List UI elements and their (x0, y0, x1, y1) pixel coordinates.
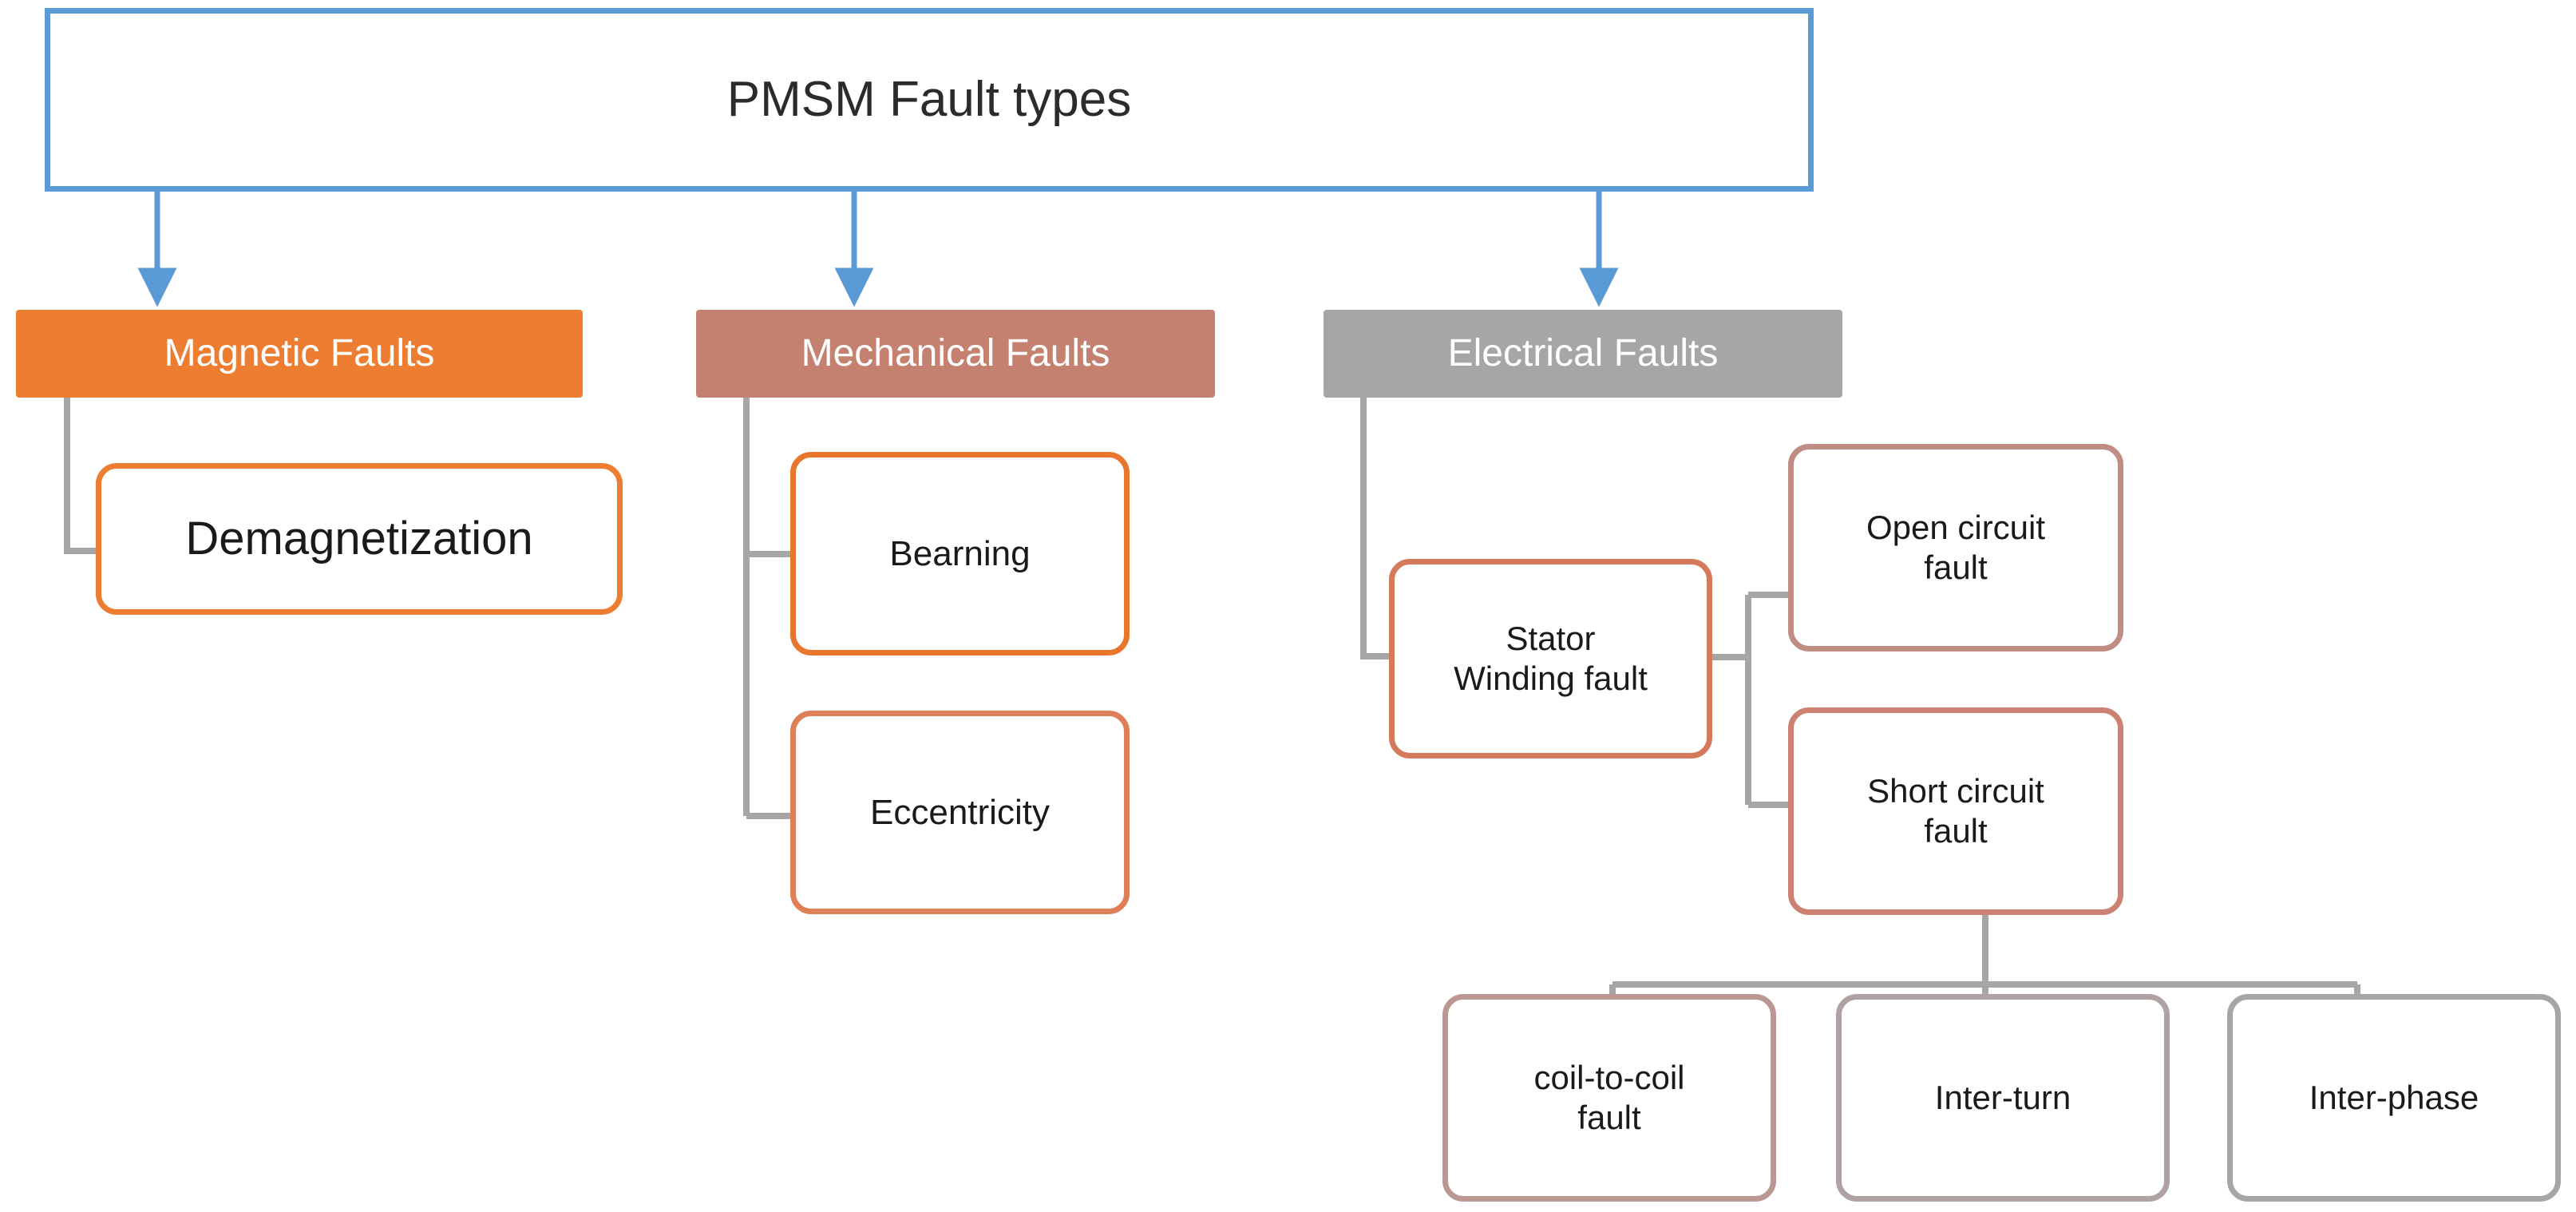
node-stator-winding-fault-label: Stator Winding fault (1454, 620, 1648, 697)
node-short-circuit-fault-label: Short circuit fault (1867, 772, 2044, 850)
node-demagnetization-label: Demagnetization (185, 512, 533, 564)
node-coil-to-coil-fault-label: coil-to-coil fault (1533, 1059, 1685, 1136)
category-header-electrical-faults-label: Electrical Faults (1447, 331, 1719, 374)
category-header-mechanical-faults-label: Mechanical Faults (801, 331, 1110, 374)
node-open-circuit-fault[interactable]: Open circuit fault (1788, 444, 2123, 652)
node-bearning[interactable]: Bearning (790, 452, 1130, 656)
node-bearning-label: Bearning (889, 533, 1031, 573)
node-open-circuit-fault-label: Open circuit fault (1866, 509, 2046, 586)
root-node-label: PMSM Fault types (726, 72, 1132, 128)
node-inter-turn-label: Inter-turn (1934, 1079, 2071, 1117)
node-coil-to-coil-fault[interactable]: coil-to-coil fault (1442, 994, 1776, 1202)
node-inter-phase-label: Inter-phase (2309, 1079, 2479, 1117)
node-stator-winding-fault[interactable]: Stator Winding fault (1389, 559, 1712, 758)
category-header-mechanical-faults[interactable]: Mechanical Faults (696, 310, 1215, 398)
node-eccentricity[interactable]: Eccentricity (790, 711, 1130, 914)
root-node-pmsm-fault-types[interactable]: PMSM Fault types (45, 8, 1814, 192)
node-inter-turn[interactable]: Inter-turn (1836, 994, 2170, 1202)
node-inter-phase[interactable]: Inter-phase (2227, 994, 2561, 1202)
category-header-magnetic-faults[interactable]: Magnetic Faults (16, 310, 583, 398)
node-eccentricity-label: Eccentricity (870, 792, 1050, 832)
node-short-circuit-fault[interactable]: Short circuit fault (1788, 707, 2123, 915)
node-demagnetization[interactable]: Demagnetization (96, 463, 623, 615)
category-header-magnetic-faults-label: Magnetic Faults (164, 331, 435, 374)
category-header-electrical-faults[interactable]: Electrical Faults (1324, 310, 1842, 398)
